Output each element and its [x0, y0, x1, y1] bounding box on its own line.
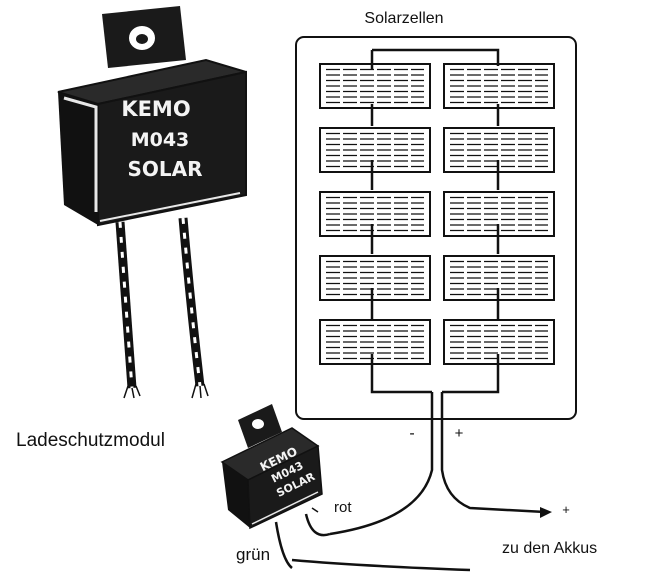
solar-cell: [443, 191, 555, 237]
large-module-type: SOLAR: [127, 157, 202, 181]
solar-cell: [319, 63, 431, 109]
arrow-right-icon: [540, 507, 552, 518]
large-module-wires: [115, 217, 209, 399]
plus-terminal-label: +: [455, 425, 464, 442]
charge-module-label: Ladeschutzmodul: [16, 430, 165, 451]
solar-cell: [443, 63, 555, 109]
module-body: [97, 70, 247, 227]
negative-bus-wire: [370, 50, 432, 394]
minus-terminal-label: -: [409, 425, 414, 442]
large-kemo-module: KEMO M043 SOLAR: [57, 6, 247, 399]
solar-cell: [319, 319, 431, 365]
large-module-model: M043: [131, 129, 190, 151]
solar-cell: [443, 319, 555, 365]
red-wire-label: rot: [334, 499, 352, 516]
panel-output-leads: - + + zu den Akkus: [329, 392, 597, 557]
small-kemo-module: KEMO M043 SOLAR Ladeschutzmodul rot grün: [16, 404, 471, 572]
large-module-brand: KEMO: [121, 97, 190, 121]
solar-cell: [319, 255, 431, 301]
solar-cells-label: Solarzellen: [364, 10, 443, 27]
small-mounting-hole-icon: [252, 419, 264, 429]
solar-panel: Solarzellen: [295, 10, 577, 420]
plus-output-label: +: [562, 502, 570, 517]
positive-bus-wire: [372, 48, 500, 394]
solar-cell: [319, 127, 431, 173]
green-wire-label: grün: [236, 545, 270, 564]
solar-cell-grid: [319, 63, 555, 365]
solar-cell: [319, 191, 431, 237]
to-batteries-label: zu den Akkus: [502, 540, 597, 557]
